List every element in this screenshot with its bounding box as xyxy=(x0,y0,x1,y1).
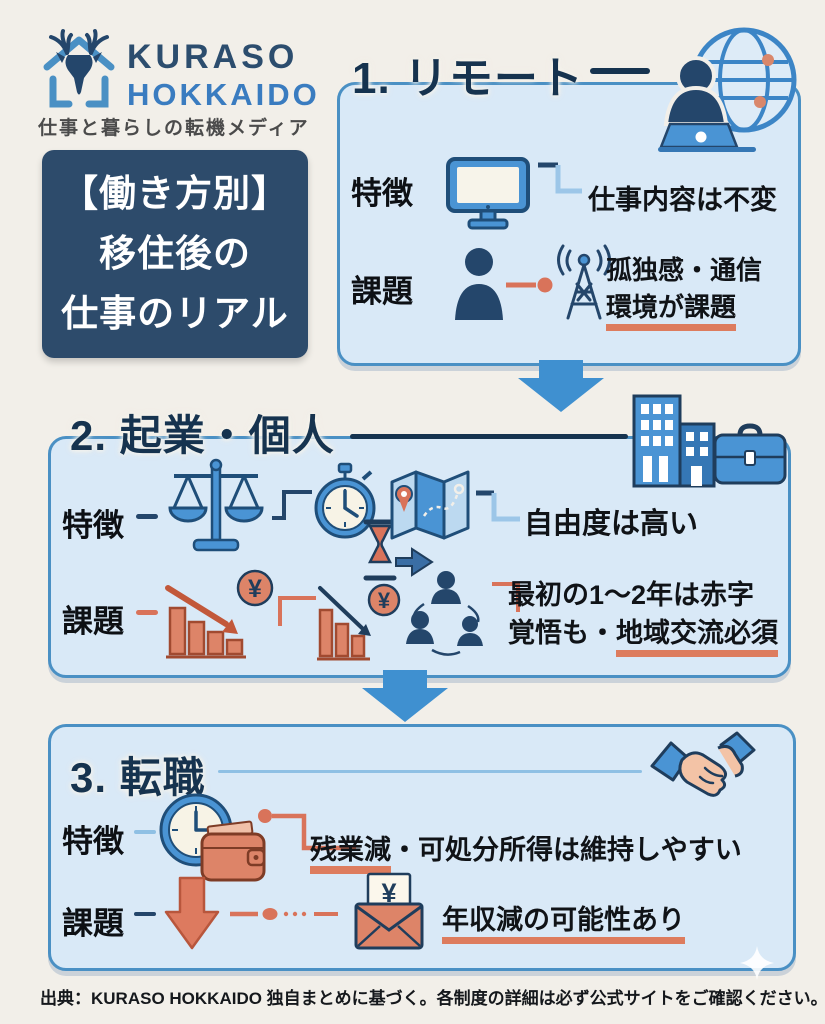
brand-name-top: KURASO xyxy=(127,38,299,76)
svg-text:¥: ¥ xyxy=(381,878,396,908)
buildings-icon xyxy=(632,394,716,488)
step-connector xyxy=(476,490,520,522)
stopwatch-icon xyxy=(314,462,376,539)
section-1-heading: 1. リモート xyxy=(352,54,584,103)
dotted-connector xyxy=(230,908,338,920)
plain-text: ・可処分所得は維持しやすい xyxy=(391,835,742,865)
plain-text: 覚悟も・ xyxy=(508,618,616,648)
step-connector xyxy=(492,582,520,612)
dash-connector xyxy=(134,830,156,834)
brand-tagline: 仕事と暮らしの転機メディア xyxy=(38,118,310,139)
chart-down-yen-icon: ¥ xyxy=(317,583,401,661)
dash-connector xyxy=(136,514,158,519)
remote-worker-globe-icon xyxy=(658,27,797,152)
chart-down-yen-icon: ¥ xyxy=(165,569,274,659)
svg-text:¥: ¥ xyxy=(248,575,262,603)
section-2-feature-label: 特徴 xyxy=(62,508,124,543)
map-icon xyxy=(390,470,470,540)
title-card: 【働き方別】 移住後の 仕事のリアル xyxy=(42,150,308,358)
step-connector xyxy=(538,162,582,194)
step-connector xyxy=(278,596,316,626)
section-2-heading: 2. 起業・個人 xyxy=(70,412,335,459)
dash-connector xyxy=(134,912,156,916)
section-3-feature-text: 残業減・可処分所得は維持しやすい xyxy=(310,828,742,874)
person-icon xyxy=(455,248,503,320)
underlined-text: 年収減の可能性あり xyxy=(442,905,685,944)
section-1-challenge-text: 孤独感・通信 環境が課題 xyxy=(606,252,763,331)
section-1-heading-rule xyxy=(590,68,650,74)
section-2-challenge-text: 最初の1〜2年は赤字 覚悟も・地域交流必須 xyxy=(508,576,778,657)
challenge-text-line: 孤独感・通信 xyxy=(606,255,763,285)
down-arrow-icon xyxy=(164,876,220,950)
brand-name-bottom: HOKKAIDO xyxy=(127,77,320,112)
section-1-feature-text: 仕事内容は不変 xyxy=(588,185,777,215)
underlined-text: 地域交流必須 xyxy=(616,618,778,657)
flow-arrow-icon xyxy=(362,670,448,722)
radio-tower-icon xyxy=(557,244,611,320)
step-connector xyxy=(272,490,312,520)
underlined-text: 環境が課題 xyxy=(606,292,737,331)
section-2-challenge-label: 課題 xyxy=(62,604,124,639)
handshake-icon xyxy=(650,731,756,797)
house-deer-logo-icon xyxy=(43,29,115,108)
title-line-1: 【働き方別】 xyxy=(61,173,289,214)
monitor-icon xyxy=(446,157,530,230)
title-line-2: 移住後の xyxy=(99,233,251,274)
svg-text:¥: ¥ xyxy=(378,588,391,613)
flow-arrow-icon xyxy=(518,360,604,412)
clock-wallet-icon xyxy=(159,793,266,882)
section-2-feature-text: 自由度は高い xyxy=(524,508,699,540)
section-1-feature-label: 特徴 xyxy=(351,176,413,211)
section-1-challenge-label: 課題 xyxy=(351,274,413,309)
people-network-icon xyxy=(406,571,483,656)
challenge-text-line: 覚悟も・地域交流必須 xyxy=(508,614,778,657)
section-3-heading-rule xyxy=(218,770,642,773)
sparkle-icon xyxy=(740,946,774,980)
footer-source: 出典：KURASO HOKKAIDO 独自まとめに基づく。各制度の詳細は必ず公式… xyxy=(40,989,825,1008)
challenge-text-line: 環境が課題 xyxy=(606,289,762,331)
section-3-challenge-label: 課題 xyxy=(62,906,124,941)
section-3-heading: 3. 転職 xyxy=(70,754,206,801)
scale-icon xyxy=(168,458,264,552)
hourglass-arrow-icon xyxy=(363,519,434,581)
section-3-feature-label: 特徴 xyxy=(62,824,124,859)
challenge-text-line: 最初の1〜2年は赤字 xyxy=(508,580,755,610)
section-3-challenge-text: 年収減の可能性あり xyxy=(442,898,685,944)
section-2-heading-rule xyxy=(350,434,628,439)
briefcase-icon xyxy=(713,423,787,485)
dot-step-connector xyxy=(258,809,356,851)
underlined-text: 残業減 xyxy=(310,835,391,874)
envelope-yen-icon: ¥ xyxy=(354,872,424,950)
dot-connector xyxy=(506,277,553,293)
title-line-3: 仕事のリアル xyxy=(61,293,289,334)
dash-connector xyxy=(136,610,158,615)
